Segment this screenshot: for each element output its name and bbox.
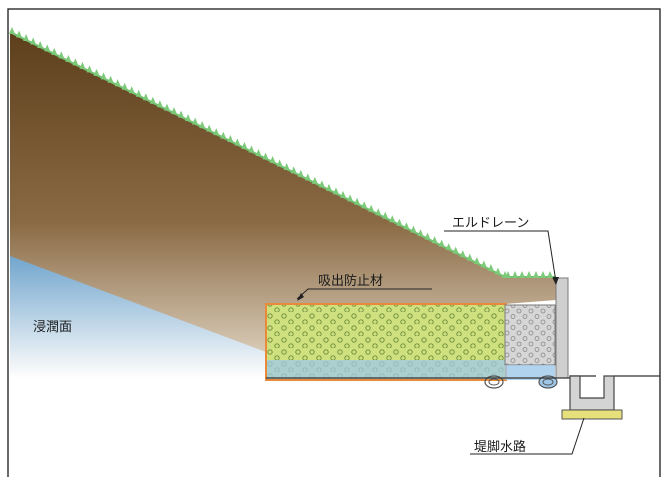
grass-tooth xyxy=(290,166,297,174)
grass-tooth xyxy=(107,75,114,83)
channel-footing xyxy=(561,409,623,420)
grass-tooth xyxy=(340,190,347,198)
grass-tooth xyxy=(37,40,44,48)
grass-tooth xyxy=(304,173,311,181)
grass-tooth xyxy=(100,72,107,80)
embankment-soil xyxy=(10,33,556,377)
grass-tooth xyxy=(519,271,525,278)
grass-tooth xyxy=(51,47,58,55)
grass-tooth xyxy=(206,124,213,132)
grass-tooth xyxy=(269,155,276,163)
seepage-surface-label: 浸潤面 xyxy=(33,320,73,335)
grass-tooth xyxy=(149,96,156,104)
grass-tooth xyxy=(533,271,539,278)
grass-tooth xyxy=(16,30,23,38)
gravel-water xyxy=(505,365,555,380)
grass-tooth xyxy=(163,103,170,111)
grass-tooth xyxy=(494,267,501,275)
grass-tooth xyxy=(283,162,290,170)
leader-channel xyxy=(470,417,585,455)
grass-tooth xyxy=(452,246,459,254)
seepage-water xyxy=(10,256,266,377)
grass-tooth xyxy=(354,197,361,205)
grass-tooth xyxy=(9,27,15,34)
grass-tooth xyxy=(156,100,163,108)
grass-tooth xyxy=(185,114,192,122)
grass-tooth xyxy=(505,271,511,278)
grass-tooth xyxy=(297,169,304,177)
grass-tooth xyxy=(58,51,65,59)
grass-tooth xyxy=(220,131,227,139)
grass-tooth xyxy=(135,89,142,97)
grass-tooth xyxy=(93,68,100,76)
leader-arrows xyxy=(297,277,559,301)
grass-tooth xyxy=(466,253,473,261)
grass-tooth xyxy=(332,187,339,195)
grass-tooth xyxy=(382,211,389,219)
grass-tooth xyxy=(262,152,269,160)
grass-tooth xyxy=(512,271,518,278)
grass-tooth xyxy=(325,183,332,191)
grass-tooth xyxy=(318,180,325,188)
grass-tooth xyxy=(276,159,283,167)
grass-tooth xyxy=(248,145,255,153)
grass-tooth xyxy=(199,121,206,129)
grass-tooth xyxy=(227,135,234,143)
grass-tooth xyxy=(44,44,51,52)
grass-tooth xyxy=(170,107,177,115)
grass-tooth xyxy=(72,58,79,66)
drain-pipes xyxy=(484,375,558,389)
grass-tooth xyxy=(487,264,494,272)
grass-tooth xyxy=(241,142,248,150)
grass-tooth xyxy=(547,271,553,278)
grass-tooth xyxy=(540,271,546,278)
grass-tooth xyxy=(396,218,403,226)
grass-tooth xyxy=(526,271,532,278)
grass-tooth xyxy=(65,54,72,62)
grass-tooth xyxy=(121,82,128,90)
grass-tooth xyxy=(410,225,417,233)
grass-tooth xyxy=(79,61,86,69)
toe-channel-label: 堤脚水路 xyxy=(474,440,527,455)
grass-tooth xyxy=(213,128,220,136)
grass-tooth xyxy=(128,86,135,94)
grass-tooth xyxy=(431,236,438,244)
gravel-block xyxy=(504,304,556,366)
grass-tooth xyxy=(417,229,424,237)
grass-tooth xyxy=(368,204,375,212)
l-drain-label: エルドレーン xyxy=(452,216,530,231)
grass-tooth xyxy=(86,65,93,73)
grass-tooth xyxy=(361,201,368,209)
grass-teeth xyxy=(9,27,553,278)
grass-tooth xyxy=(459,250,466,258)
grass-tooth xyxy=(114,79,121,87)
l-drain-wall xyxy=(555,277,569,379)
grass-tooth xyxy=(30,37,37,45)
grass-tooth xyxy=(389,215,396,223)
drain-water-band xyxy=(267,360,505,379)
grass-tooth xyxy=(438,239,445,247)
grass-tooth xyxy=(23,33,30,41)
grass-tooth xyxy=(255,149,262,156)
grass-tooth xyxy=(234,138,241,146)
grass-tooth xyxy=(480,260,487,268)
suction-prevention-label: 吸出防止材 xyxy=(318,274,384,289)
grass-tooth xyxy=(473,257,480,265)
grass-tooth xyxy=(311,176,318,184)
grass-tooth xyxy=(375,208,382,216)
grass-tooth xyxy=(178,110,185,118)
grass-tooth xyxy=(192,117,199,125)
grass-tooth xyxy=(347,194,354,202)
grass-tooth xyxy=(142,93,149,101)
leader-ldrain xyxy=(444,230,557,283)
grass-tooth xyxy=(403,222,410,230)
grass-tooth xyxy=(445,243,452,251)
grass-tooth xyxy=(424,232,431,240)
